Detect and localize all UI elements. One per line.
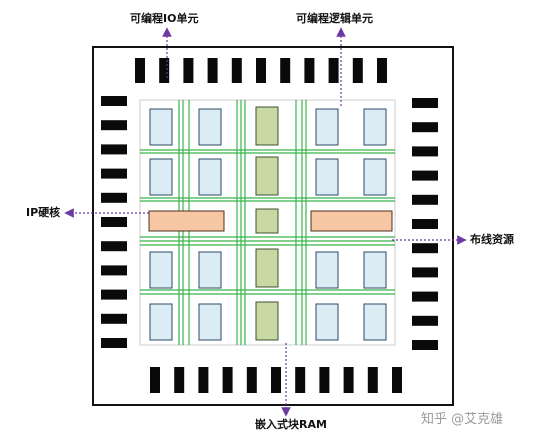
logic-cell <box>149 303 173 341</box>
ip-core-left <box>148 210 225 232</box>
io-block <box>246 367 257 393</box>
logic-cell <box>363 108 387 146</box>
io-blocks-left <box>101 96 127 348</box>
io-block <box>328 58 339 83</box>
io-block <box>101 265 127 276</box>
watermark: 知乎 @艾克雄 <box>421 412 504 427</box>
io-block <box>295 367 306 393</box>
ram-blocks <box>255 106 279 341</box>
logic-cell <box>198 108 222 146</box>
io-block <box>271 367 281 393</box>
ram-block <box>255 156 279 196</box>
ip-core-right <box>310 210 393 232</box>
io-block <box>377 58 387 83</box>
io-block <box>319 367 330 393</box>
logic-cell <box>363 158 387 196</box>
io-block <box>174 367 185 393</box>
io-block <box>101 338 127 348</box>
io-block <box>343 367 354 393</box>
logic-cell <box>149 158 173 196</box>
io-block <box>412 122 438 133</box>
io-block <box>101 192 127 203</box>
ram-block <box>255 248 279 288</box>
logic-cell <box>149 108 173 146</box>
io-block <box>159 58 170 83</box>
io-block <box>412 170 438 181</box>
label-ram: 嵌入式块RAM <box>255 418 327 431</box>
ram-block <box>255 106 279 146</box>
io-block <box>150 367 160 393</box>
io-block <box>280 58 291 83</box>
io-block <box>231 58 242 83</box>
ram-block <box>255 208 279 234</box>
core-boundary <box>139 99 396 346</box>
io-block <box>101 241 127 252</box>
io-block <box>101 289 127 300</box>
io-blocks-bottom <box>150 367 402 393</box>
io-blocks-top <box>135 58 387 83</box>
label-io-unit: 可编程IO单元 <box>130 12 199 25</box>
io-block <box>412 291 438 302</box>
io-block <box>412 194 438 205</box>
io-block <box>412 315 438 326</box>
logic-cell <box>198 251 222 289</box>
io-block <box>412 219 438 229</box>
io-block <box>207 58 218 83</box>
io-block <box>412 146 438 157</box>
logic-cells <box>149 108 387 341</box>
logic-cell <box>198 158 222 196</box>
logic-cell <box>315 251 339 289</box>
io-blocks-right <box>412 98 438 350</box>
io-block <box>256 58 266 83</box>
io-block <box>412 98 438 108</box>
io-block <box>101 144 127 155</box>
label-routing: 布线资源 <box>470 233 514 246</box>
label-logic-unit: 可编程逻辑单元 <box>296 12 373 25</box>
logic-cell <box>198 303 222 341</box>
logic-cell <box>149 251 173 289</box>
logic-cell <box>363 303 387 341</box>
logic-cell <box>363 251 387 289</box>
io-block <box>198 367 209 393</box>
io-block <box>412 267 438 278</box>
label-ip-core: IP硬核 <box>26 206 61 219</box>
io-block <box>412 243 438 254</box>
io-block <box>101 168 127 179</box>
io-block <box>101 217 127 227</box>
io-block <box>101 313 127 324</box>
logic-cell <box>315 158 339 196</box>
io-block <box>352 58 363 83</box>
io-block <box>101 96 127 106</box>
io-block <box>135 58 145 83</box>
io-block <box>101 120 127 131</box>
io-block <box>222 367 233 393</box>
ram-block <box>255 301 279 341</box>
logic-cell <box>315 108 339 146</box>
io-block <box>412 340 438 350</box>
io-block <box>367 367 378 393</box>
io-block <box>304 58 315 83</box>
logic-cell <box>315 303 339 341</box>
io-block <box>183 58 194 83</box>
io-block <box>392 367 402 393</box>
